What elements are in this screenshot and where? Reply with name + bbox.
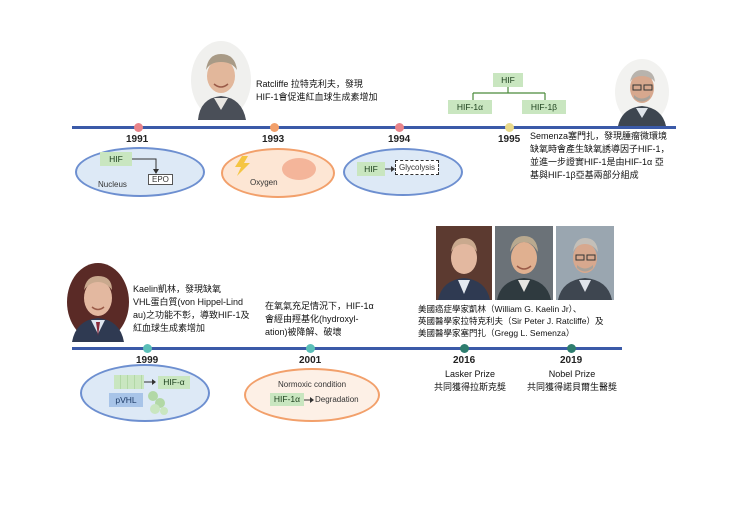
hif-epo-arrow: [132, 158, 159, 174]
hif-a-arrow: [144, 379, 156, 385]
nucleus-label: Nucleus: [98, 180, 127, 189]
ratcliffe-photo-2016: [495, 226, 553, 300]
hif-a-box: HIF-α: [158, 376, 190, 389]
year-marker-1994: [395, 123, 404, 132]
hif-1a-box: HIF-1α: [448, 100, 492, 114]
ratcliffe-portrait: [190, 40, 252, 120]
epo-label: EPO: [148, 174, 173, 185]
hif-bar-stack: [114, 375, 144, 389]
hif-box-1991: HIF: [100, 152, 132, 166]
glycolysis-label: Glycolysis: [395, 160, 440, 175]
timeline-axis-top: [72, 126, 676, 129]
hif-1a-box-2001: HIF-1α: [270, 393, 304, 406]
year-1999: 1999: [136, 355, 159, 366]
year-marker-1995: [505, 123, 514, 132]
year-marker-2001: [306, 344, 315, 353]
year-1995: 1995: [498, 134, 521, 145]
year-marker-1991: [134, 123, 143, 132]
kaelin-portrait: [66, 262, 130, 342]
year-marker-1999: [143, 344, 152, 353]
kaelin-photo-2016: [436, 226, 492, 300]
degradation-arrow: [304, 397, 314, 403]
hif-1b-box: HIF-1β: [522, 100, 566, 114]
year-1994: 1994: [388, 134, 411, 145]
normoxic-ellipse: [244, 368, 380, 422]
inner-cell: [282, 158, 316, 180]
year-1991: 1991: [126, 134, 149, 145]
pvhl-box: pVHL: [109, 393, 143, 407]
year-2001: 2001: [299, 355, 322, 366]
semenza-photo-2016: [556, 226, 614, 300]
kaelin-note: Kaelin凱林，發現缺氧 VHL蛋白質(von Hippel-Lind au)…: [133, 284, 250, 333]
year-2019: 2019: [560, 355, 583, 366]
year-marker-2019: [567, 344, 576, 353]
year-marker-2016: [460, 344, 469, 353]
semenza-portrait: [614, 58, 670, 126]
nobel-prize-title: Nobel Prize: [548, 369, 596, 379]
nucleus-ellipse: [75, 147, 205, 197]
degradation-spheres: [148, 391, 168, 415]
timeline-axis-bottom: [72, 347, 622, 350]
hydroxylation-note: 在氧氣充足情況下，HIF-1α 會經由羥基化(hydroxyl- ation)被…: [265, 301, 374, 337]
hif-box-1994: HIF: [357, 162, 385, 176]
pvhl-ellipse: [80, 364, 210, 422]
year-1993: 1993: [262, 134, 285, 145]
nobel-prize-desc: 共同獲得諾貝爾生醫獎: [526, 382, 617, 392]
degradation-label: Degradation: [315, 395, 359, 404]
semenza-note: Semenza塞門扎，發現腫瘤微環境 缺氧時會產生缺氧誘導因子HIF-1， 並進…: [530, 131, 670, 180]
lightning-icon: [235, 156, 250, 176]
laureates-note: 美國癌症學家凱林（William G. Kaelin Jr）、 英國醫學家拉特克…: [418, 304, 604, 338]
hif-parent-box: HIF: [493, 73, 523, 87]
oxygen-label: Oxygen: [250, 178, 278, 187]
lasker-prize-desc: 共同獲得拉斯克獎: [433, 382, 506, 392]
year-2016: 2016: [453, 355, 476, 366]
hif-subunit-bracket: [472, 87, 546, 100]
year-marker-1993: [270, 123, 279, 132]
hif-glycolysis-arrow: [385, 166, 395, 172]
normoxic-label: Normoxic condition: [278, 380, 347, 389]
lasker-prize-title: Lasker Prize: [444, 369, 496, 379]
ratcliffe-note: Ratcliffe 拉特克利夫，發現 HIF-1會促進紅血球生成素增加: [256, 79, 378, 102]
